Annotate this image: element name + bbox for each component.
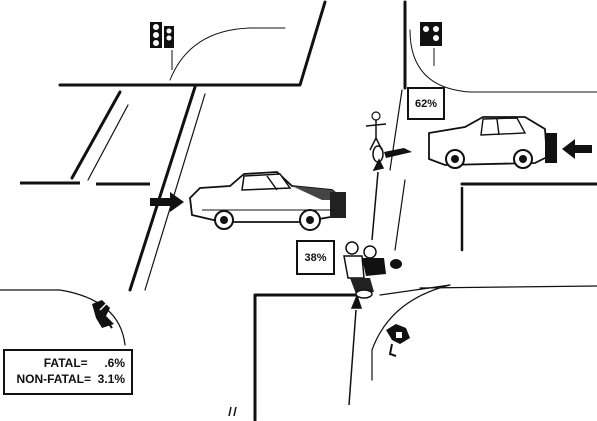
direction-arrow-icon <box>150 192 184 212</box>
percent-label-62: 62% <box>407 87 445 120</box>
nonfatal-label: NON-FATAL= <box>16 372 91 386</box>
car-icon <box>428 116 557 169</box>
lane-line-left-a <box>70 90 122 180</box>
curb-top-right-arc <box>409 29 597 93</box>
road-mark <box>228 406 237 417</box>
lane-line-center-a <box>128 85 197 292</box>
curb-top-left <box>58 0 327 87</box>
percent-label-38: 38% <box>296 240 335 275</box>
motorcycle-rider-icon <box>343 241 402 299</box>
curb-bottom-right-outer <box>419 285 597 289</box>
debris-icon <box>92 300 114 329</box>
curb-bottom-right-arc <box>371 284 451 381</box>
lane-line-left-b <box>87 104 129 181</box>
lane-line-center-b <box>144 93 206 291</box>
fatal-value: .6% <box>104 356 125 370</box>
bicycle-rider-icon <box>365 111 412 163</box>
lane-line-bottom-a <box>230 300 270 420</box>
nonfatal-value: 3.1% <box>97 372 125 386</box>
nonfatal-row: NON-FATAL= 3.1% <box>11 371 125 387</box>
traffic-signal-icon <box>150 22 174 70</box>
car-icon <box>189 171 346 231</box>
debris-icon <box>386 324 410 357</box>
lane-line-mid-right <box>389 89 403 171</box>
curb-bottom-right <box>253 293 362 421</box>
curb-top-left-arc <box>169 27 286 81</box>
fatal-row: FATAL= .6% <box>11 355 125 371</box>
left-road-edge <box>20 181 150 186</box>
traffic-signal-icon <box>420 22 442 66</box>
direction-arrow-icon <box>562 139 592 159</box>
lane-line-right-low <box>394 179 406 251</box>
path-arrow-icon <box>348 158 385 406</box>
accident-rate-legend: FATAL= .6% NON-FATAL= 3.1% <box>3 349 133 395</box>
fatal-label: FATAL= <box>43 356 88 370</box>
